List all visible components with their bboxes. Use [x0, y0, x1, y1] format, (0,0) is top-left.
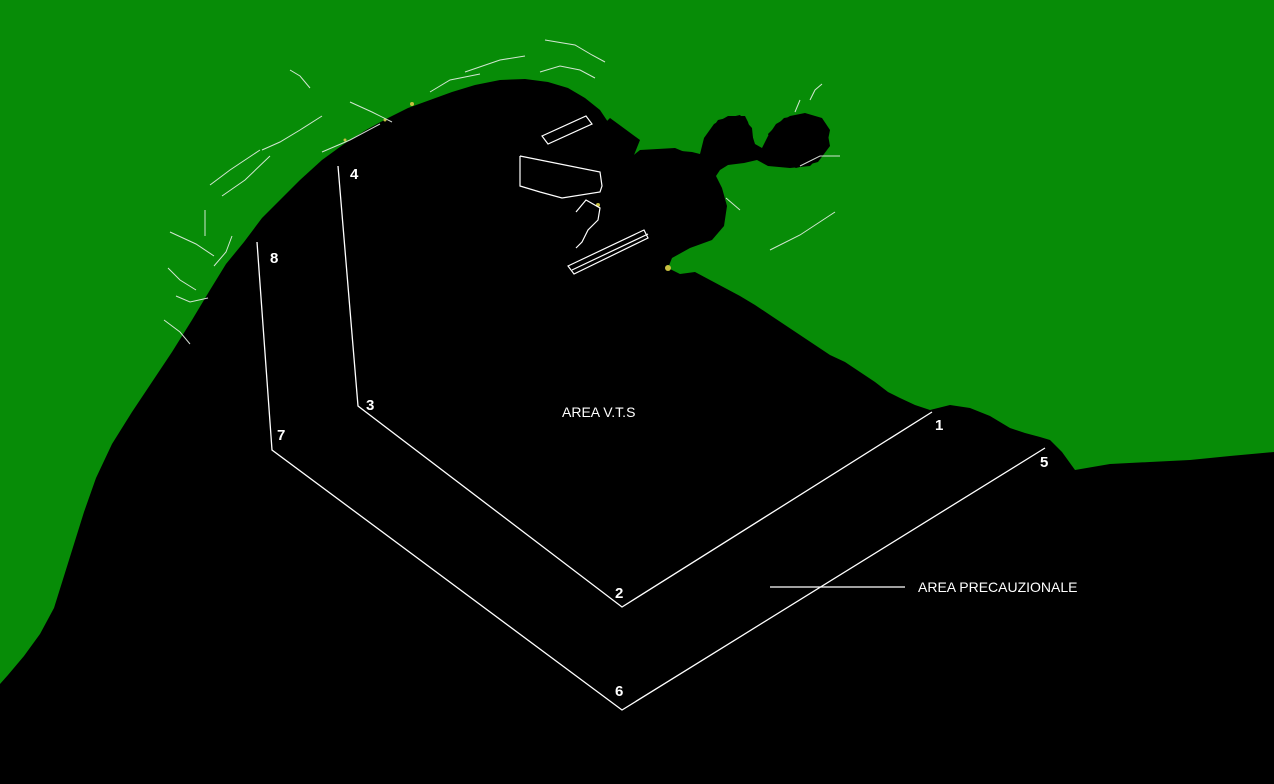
basin-lobe-right [768, 114, 830, 168]
port-structures [519, 115, 649, 275]
land-area [0, 0, 1274, 684]
coast-highlights [343, 102, 671, 271]
waypoint-5-label: 5 [1040, 454, 1048, 471]
basin-lobe-left [704, 115, 754, 162]
basin [612, 148, 724, 248]
harbor-water [598, 118, 640, 160]
waypoint-8-label: 8 [270, 250, 278, 267]
vts-area-label: AREA V.T.S [562, 404, 635, 420]
land-roads [163, 39, 840, 345]
waypoint-3-label: 3 [366, 397, 374, 414]
waypoint-4-label: 4 [350, 166, 359, 183]
vts-inner-route [337, 165, 933, 608]
waypoint-6-label: 6 [615, 683, 623, 700]
precautionary-area-label: AREA PRECAUZIONALE [918, 579, 1078, 595]
waypoint-7-label: 7 [277, 427, 285, 444]
harbor-inlet [585, 205, 670, 262]
precautionary-outer-route [256, 241, 1046, 711]
waypoint-1-label: 1 [935, 417, 943, 434]
waypoint-2-label: 2 [615, 585, 623, 602]
